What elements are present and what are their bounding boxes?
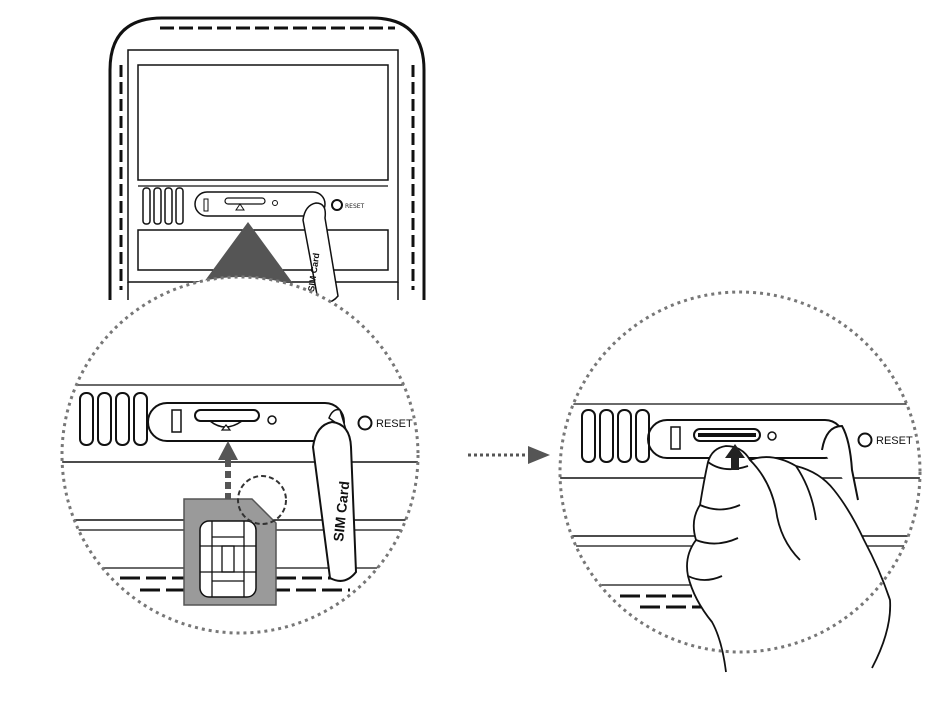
sim-card [183, 475, 287, 606]
hand-icon [686, 445, 892, 673]
left-vents [79, 392, 148, 446]
sim-slot-right [693, 428, 761, 442]
right-zoom-circle [558, 290, 922, 654]
router-sim-slot-cover [194, 191, 326, 217]
sim-tool-small: SIM Card [302, 202, 339, 303]
right-vents [581, 409, 650, 463]
right-zoom-content [560, 403, 920, 609]
sim-card-label-left: SIM Card [330, 480, 352, 542]
router-label-area [137, 64, 389, 181]
router-small-vents [142, 187, 184, 225]
notch-highlight-circle [237, 475, 287, 525]
arrow-up-icon [725, 444, 745, 470]
sim-tool-left: SIM Card [311, 408, 358, 582]
sim-slot-cover-right [647, 419, 845, 459]
dashed-arrow-up-icon [218, 441, 238, 500]
reset-label-right: RESET [876, 435, 913, 447]
router-reset-button [331, 199, 343, 211]
reset-button-left [357, 415, 373, 431]
reset-button-right [857, 432, 873, 448]
left-zoom-circle [60, 275, 420, 635]
dotted-arrow-right-icon [468, 446, 550, 464]
router-outline [108, 16, 426, 300]
sim-chip [199, 520, 257, 598]
zoom-pointer [204, 222, 292, 282]
reset-label-small: RESET [345, 203, 365, 210]
sim-slot-left [194, 409, 260, 422]
reset-label-left: RESET [376, 418, 413, 430]
